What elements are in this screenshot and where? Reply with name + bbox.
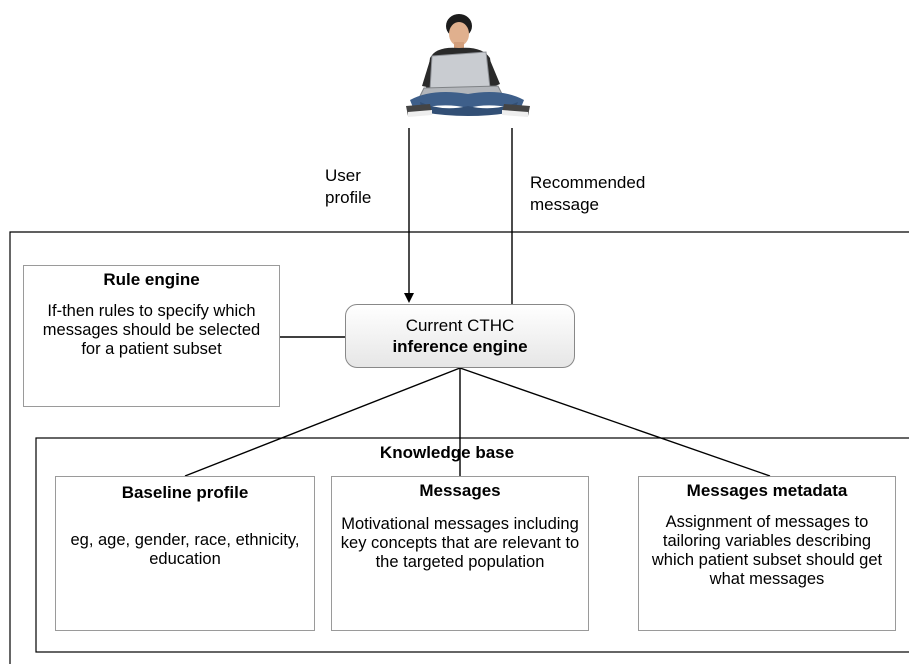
rule-engine-title: Rule engine xyxy=(103,270,200,289)
messages-description: Motivational messages including key conc… xyxy=(340,515,580,571)
baseline-profile-description: eg, age, gender, race, ethnicity, educat… xyxy=(70,531,300,568)
messages-box: Messages Motivational messages including… xyxy=(331,476,589,631)
recommended-message-label: Recommended message xyxy=(530,173,646,214)
messages-metadata-description: Assignment of messages to tailoring vari… xyxy=(651,513,883,588)
user-profile-label: User profile xyxy=(325,166,372,207)
inference-engine-box: Current CTHC inference engine xyxy=(345,304,575,368)
system-frame xyxy=(9,231,909,664)
rule-engine-description: If-then rules to specify which messages … xyxy=(42,302,261,358)
inference-engine-line1: Current CTHC xyxy=(405,316,515,335)
branch-baseline xyxy=(184,367,461,477)
messages-metadata-box: Messages metadata Assignment of messages… xyxy=(638,476,896,631)
inference-engine-line2: inference engine xyxy=(392,337,528,356)
messages-metadata-title: Messages metadata xyxy=(686,481,848,500)
baseline-profile-title: Baseline profile xyxy=(121,483,249,502)
rule-engine-box: Rule engine If-then rules to specify whi… xyxy=(23,265,280,407)
knowledge-base-title: Knowledge base xyxy=(379,443,515,462)
person-with-laptop-icon xyxy=(406,14,530,117)
messages-title: Messages xyxy=(419,481,501,500)
branch-metadata xyxy=(459,367,771,477)
baseline-profile-box: Baseline profile eg, age, gender, race, … xyxy=(55,476,315,631)
knowledge-base-frame xyxy=(35,437,909,653)
